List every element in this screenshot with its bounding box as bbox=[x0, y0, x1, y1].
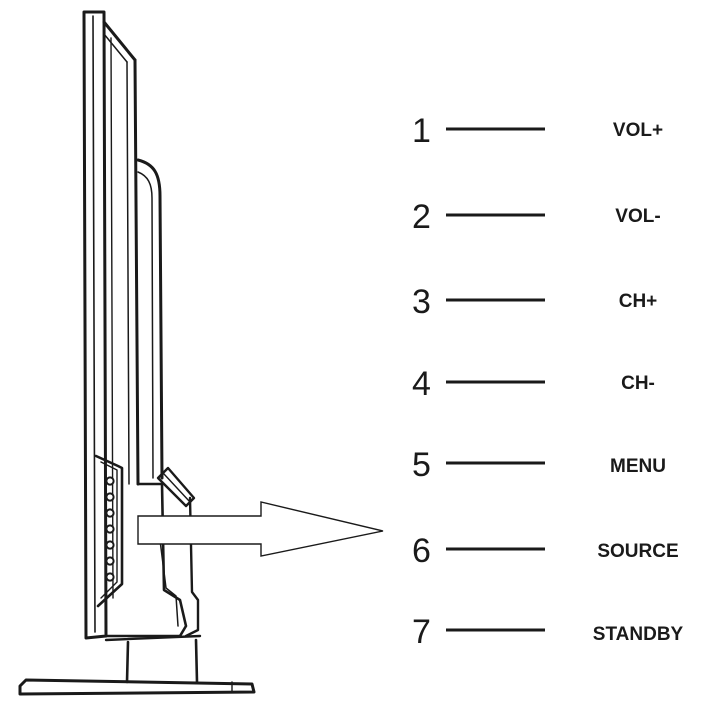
callout-number: 5 bbox=[412, 446, 431, 484]
callout-number: 1 bbox=[412, 112, 431, 150]
button-label: VOL+ bbox=[613, 120, 663, 141]
side-button[interactable] bbox=[105, 540, 115, 550]
side-button-panel-inner bbox=[100, 461, 118, 599]
callout-number: 7 bbox=[412, 613, 431, 651]
tv-lower-neck bbox=[104, 482, 188, 638]
button-label: VOL- bbox=[615, 206, 660, 227]
tv-panel-seam bbox=[110, 37, 114, 599]
pointer-arrow bbox=[137, 501, 384, 557]
button-label: SOURCE bbox=[597, 541, 678, 562]
side-button[interactable] bbox=[105, 524, 115, 534]
side-buttons bbox=[105, 476, 115, 582]
button-label: CH+ bbox=[619, 291, 658, 312]
button-label: STANDBY bbox=[593, 624, 684, 645]
side-button[interactable] bbox=[105, 508, 115, 518]
tv-panel-back bbox=[133, 58, 140, 486]
side-button-panel bbox=[94, 454, 124, 608]
callout-number: 4 bbox=[412, 365, 431, 403]
side-button[interactable] bbox=[105, 476, 115, 486]
callout-number: 2 bbox=[412, 198, 431, 236]
button-label: CH- bbox=[621, 373, 655, 394]
tv-top-edge bbox=[102, 20, 137, 62]
tv-front-bezel-inner-line bbox=[92, 15, 96, 633]
tv-rear-housing bbox=[136, 158, 164, 480]
button-legend: 1 VOL+ 2 VOL- 3 CH+ 4 CH- 5 MENU 6 SOURC… bbox=[412, 112, 684, 651]
tv-lower-rear bbox=[184, 496, 200, 638]
callout-number: 6 bbox=[412, 532, 431, 570]
side-button[interactable] bbox=[105, 492, 115, 502]
side-button[interactable] bbox=[105, 572, 115, 582]
cable-connector-detail bbox=[163, 473, 191, 503]
tv-side-profile bbox=[18, 10, 256, 696]
tv-bottom-edge bbox=[104, 634, 202, 642]
side-button[interactable] bbox=[105, 556, 115, 566]
tv-panel-back-inner bbox=[126, 61, 130, 485]
button-label: MENU bbox=[610, 456, 666, 477]
cable-connector bbox=[156, 466, 196, 508]
callout-number: 3 bbox=[412, 283, 431, 321]
tv-top-edge-inner bbox=[103, 33, 128, 63]
tv-lower-neck-inner bbox=[139, 539, 179, 627]
stand-base bbox=[18, 678, 256, 696]
stand-neck-rear bbox=[194, 638, 199, 684]
stand-neck bbox=[125, 640, 130, 684]
tv-rear-housing-inner bbox=[137, 171, 154, 479]
